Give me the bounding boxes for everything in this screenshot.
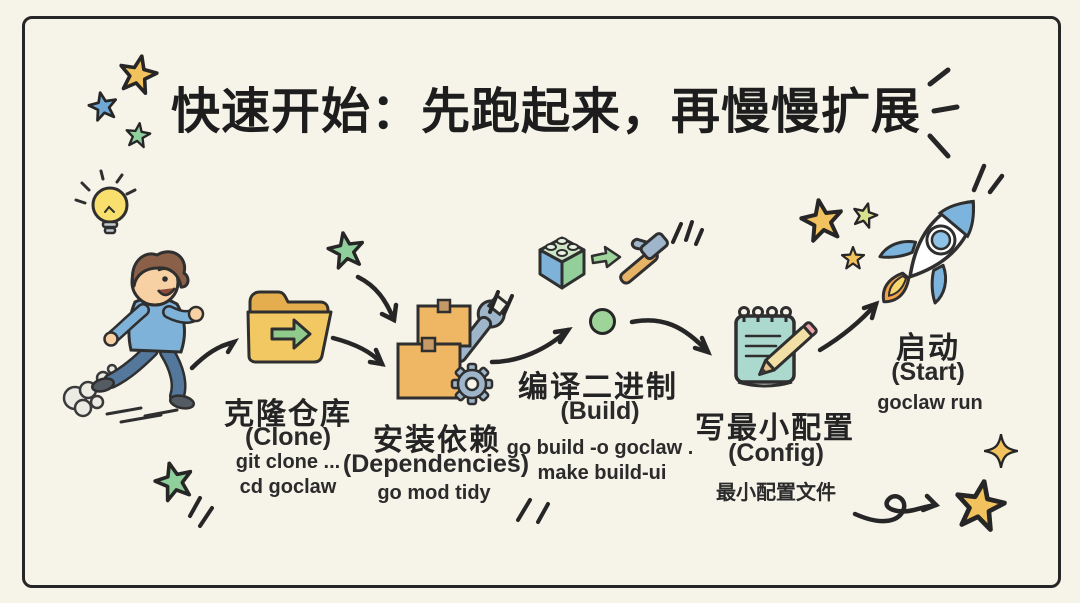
step-deps-label: 安装依赖 (373, 424, 501, 457)
sparkle-icon (984, 434, 1018, 468)
flow-arrow-icon (489, 326, 573, 365)
lego-arrow-hammer-icon (538, 232, 669, 290)
flow-arrow-icon (629, 318, 712, 356)
flow-arrow-icon (189, 337, 240, 371)
step-start-cmd-1: goclaw run (877, 392, 983, 414)
step-deps-en: (Dependencies) (342, 450, 530, 478)
notepad-pencil-icon (734, 306, 818, 388)
step-start-en: (Start) (891, 358, 965, 386)
flow-arrow-icon (330, 335, 386, 367)
star-icon (797, 195, 848, 246)
sparkle-lines-icon (971, 163, 1005, 195)
star-icon (114, 50, 161, 97)
emphasis-ticks-icon (488, 290, 514, 316)
step-clone-cmd-2: cd goclaw (239, 476, 337, 498)
folder-arrow-icon (246, 290, 333, 364)
green-dot-icon (589, 308, 616, 335)
step-build-cmd-1: go build -o goclaw . (506, 437, 694, 459)
step-start-label: 启动 (896, 332, 960, 365)
step-config-label: 写最小配置 (695, 412, 855, 445)
step-deps-cmd-1: go mod tidy (377, 482, 491, 504)
star-icon (85, 88, 121, 124)
step-clone-en: (Clone) (244, 423, 332, 451)
star-icon (950, 475, 1010, 535)
impact-lines-icon (671, 220, 704, 246)
lightbulb-icon (74, 169, 137, 235)
step-clone-cmd-1: git clone ... (235, 451, 341, 473)
squiggle-arrow-icon (852, 493, 941, 524)
emphasis-ticks-icon (516, 498, 550, 524)
star-icon (123, 120, 152, 149)
star-icon (841, 246, 865, 270)
step-build-label: 编译二进制 (518, 371, 678, 404)
hand-drawn-border (22, 16, 1061, 588)
emphasis-dashes-icon (927, 67, 960, 159)
step-build-cmd-2: make build-ui (537, 462, 667, 484)
running-person-icon (62, 250, 205, 424)
step-config-cmd-1: 最小配置文件 (716, 482, 836, 504)
rocket-icon (878, 199, 975, 305)
page-title: 快速开始：先跑起来，再慢慢扩展 (170, 85, 922, 139)
emphasis-ticks-icon (188, 496, 214, 528)
star-icon (324, 228, 368, 272)
step-config-en: (Config) (728, 439, 824, 467)
flow-arrow-icon (355, 274, 399, 324)
step-build-en: (Build) (560, 397, 640, 425)
flow-arrow-icon (817, 300, 880, 353)
step-clone-label: 克隆仓库 (224, 398, 352, 431)
